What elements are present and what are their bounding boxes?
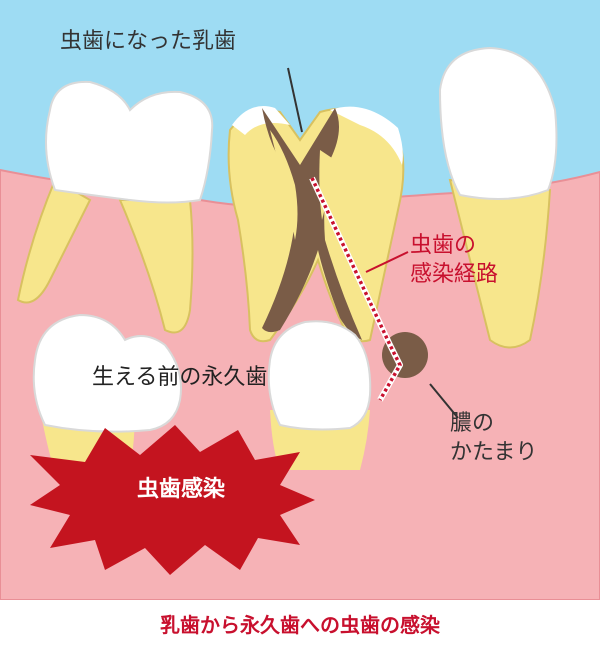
label-pus-line2: かたまり (450, 439, 538, 465)
tooth-diagram-svg (0, 0, 600, 600)
leader-infection-path (365, 251, 409, 273)
label-infection-path-line1: 虫歯の (410, 233, 477, 258)
leader-pus (429, 383, 459, 419)
caption: 乳歯から永久歯への虫歯の感染 (160, 613, 440, 637)
molar-root-left (16, 178, 92, 304)
decayed-tooth-enamel-right (330, 106, 403, 165)
pus-mass (382, 332, 428, 378)
label-permanent-tooth: 生える前の永久歯 (92, 365, 268, 390)
infection-burst (30, 425, 315, 575)
baby-molar-crown (45, 80, 214, 204)
tooth-diagram (0, 0, 600, 600)
infection-path (310, 177, 402, 401)
decayed-tooth-enamel-left (232, 106, 290, 135)
label-infection-path: 虫歯の 感染経路 (410, 232, 498, 289)
right-tooth-root (448, 178, 552, 349)
pulp-left (270, 130, 298, 240)
label-pus-line1: 膿の (450, 411, 495, 436)
right-tooth-crown (438, 46, 558, 200)
permanent-tooth-left-crown (32, 313, 182, 433)
permanent-tooth-right-crown (267, 320, 372, 431)
label-infection-path-line2: 感染経路 (410, 261, 499, 287)
molar-root-right (118, 199, 194, 334)
label-pus: 膿の かたまり (450, 410, 537, 467)
label-infection-burst: 虫歯感染 (137, 477, 226, 502)
leader-decayed-tooth (287, 67, 303, 133)
label-decayed-tooth: 虫歯になった乳歯 (60, 29, 237, 54)
